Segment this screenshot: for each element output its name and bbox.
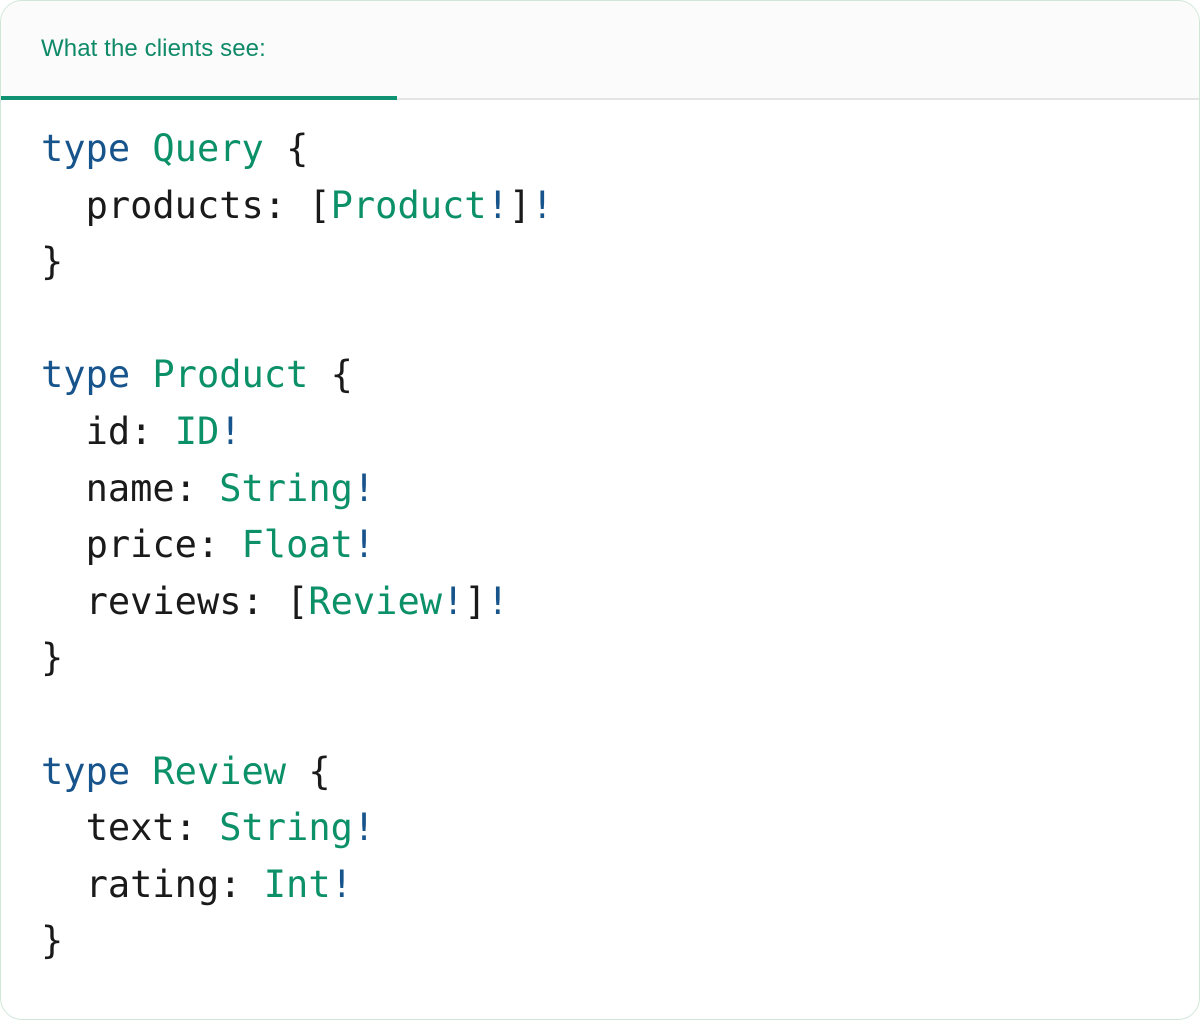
code-line: products: [Product!]! [41,178,1199,235]
code-token-non_null_bang: ! [531,183,554,227]
code-token-field_name: price [85,523,197,567]
code-token-type_name: Product [152,353,309,397]
code-line: id: ID! [41,404,1199,461]
code-line: reviews: [Review!]! [41,574,1199,631]
code-token-plain [264,127,286,170]
code-token-punctuation: : [219,862,242,906]
code-token-punctuation: : [196,523,220,567]
code-token-type_name: Int [263,862,331,906]
code-token-punctuation: } [41,636,64,680]
code-token-non_null_bang: ! [352,806,376,850]
code-line: name: String! [41,461,1199,518]
code-token-plain [219,523,241,566]
code-token-field_name: id [85,409,131,453]
code-token-plain [264,580,286,623]
code-token-punctuation: { [308,749,331,793]
code-token-type_name: Product [330,183,487,227]
code-token-punctuation: { [330,353,353,397]
code-token-field_name: rating [85,862,220,906]
code-token-plain [41,467,86,510]
code-line: type Query { [41,121,1199,178]
code-token-type_name: String [219,466,353,510]
code-token-plain [41,184,86,227]
code-token-plain [152,410,174,453]
code-token-non_null_bang: ! [352,466,376,510]
tab-label: What the clients see: [41,34,266,62]
code-token-punctuation: } [41,240,64,284]
code-token-plain [41,523,86,566]
code-token-type_name: ID [174,409,220,453]
code-viewer[interactable]: type Query { products: [Product!]!}​type… [1,100,1199,1019]
code-token-punctuation: : [263,183,287,227]
code-token-plain [130,127,152,170]
code-token-punctuation: : [174,466,197,510]
code-token-field_name: reviews [85,579,242,623]
code-token-type_name: Float [241,523,353,567]
code-token-plain [242,863,264,906]
code-line: text: String! [41,800,1199,857]
code-token-punctuation: ] [464,579,487,623]
code-token-non_null_bang: ! [219,409,242,453]
code-token-non_null_bang: ! [486,183,509,227]
code-token-plain [130,353,152,396]
code-token-type_name: Review [308,579,442,623]
code-token-plain [41,863,86,906]
code-token-field_name: text [85,806,175,850]
code-token-non_null_bang: ! [330,862,353,906]
code-token-punctuation: : [130,409,153,453]
code-line: type Product { [41,347,1199,404]
code-token-plain [41,410,86,453]
code-token-type_name: Review [152,749,287,793]
code-line: type Review { [41,744,1199,801]
graphql-schema-code: type Query { products: [Product!]!}​type… [41,121,1199,970]
code-token-field_name: name [85,466,175,510]
code-token-non_null_bang: ! [352,523,376,567]
code-token-plain [197,806,219,849]
code-token-keyword: type [41,353,131,397]
code-token-punctuation: : [174,806,197,850]
tab-strip: What the clients see: [1,1,1199,100]
code-token-non_null_bang: ! [442,579,465,623]
code-token-plain [130,750,152,793]
code-line: } [41,630,1199,687]
code-token-field_name: products [85,183,264,227]
code-token-punctuation: : [241,579,264,623]
code-line: } [41,234,1199,291]
code-token-plain [41,806,86,849]
code-token-punctuation: [ [308,183,331,227]
code-token-plain [197,467,219,510]
code-token-plain [41,580,86,623]
code-token-plain [286,184,308,227]
code-line: rating: Int! [41,857,1199,914]
code-line: price: Float! [41,517,1199,574]
code-token-punctuation: ] [508,183,532,227]
code-token-punctuation: { [286,127,309,170]
code-token-keyword: type [41,127,131,170]
code-token-type_name: String [219,806,353,850]
code-line: ​ [41,687,1199,744]
tab-what-the-clients-see[interactable]: What the clients see: [1,1,397,100]
code-line: ​ [41,291,1199,348]
code-lines: type Query { products: [Product!]!}​type… [41,121,1199,970]
code-line: } [41,913,1199,970]
code-token-plain [286,750,308,793]
code-token-type_name: Query [152,127,264,170]
code-token-non_null_bang: ! [486,579,509,623]
code-token-punctuation: } [41,919,64,963]
code-token-plain [308,353,330,396]
code-token-keyword: type [41,749,131,793]
code-token-punctuation: [ [286,579,309,623]
